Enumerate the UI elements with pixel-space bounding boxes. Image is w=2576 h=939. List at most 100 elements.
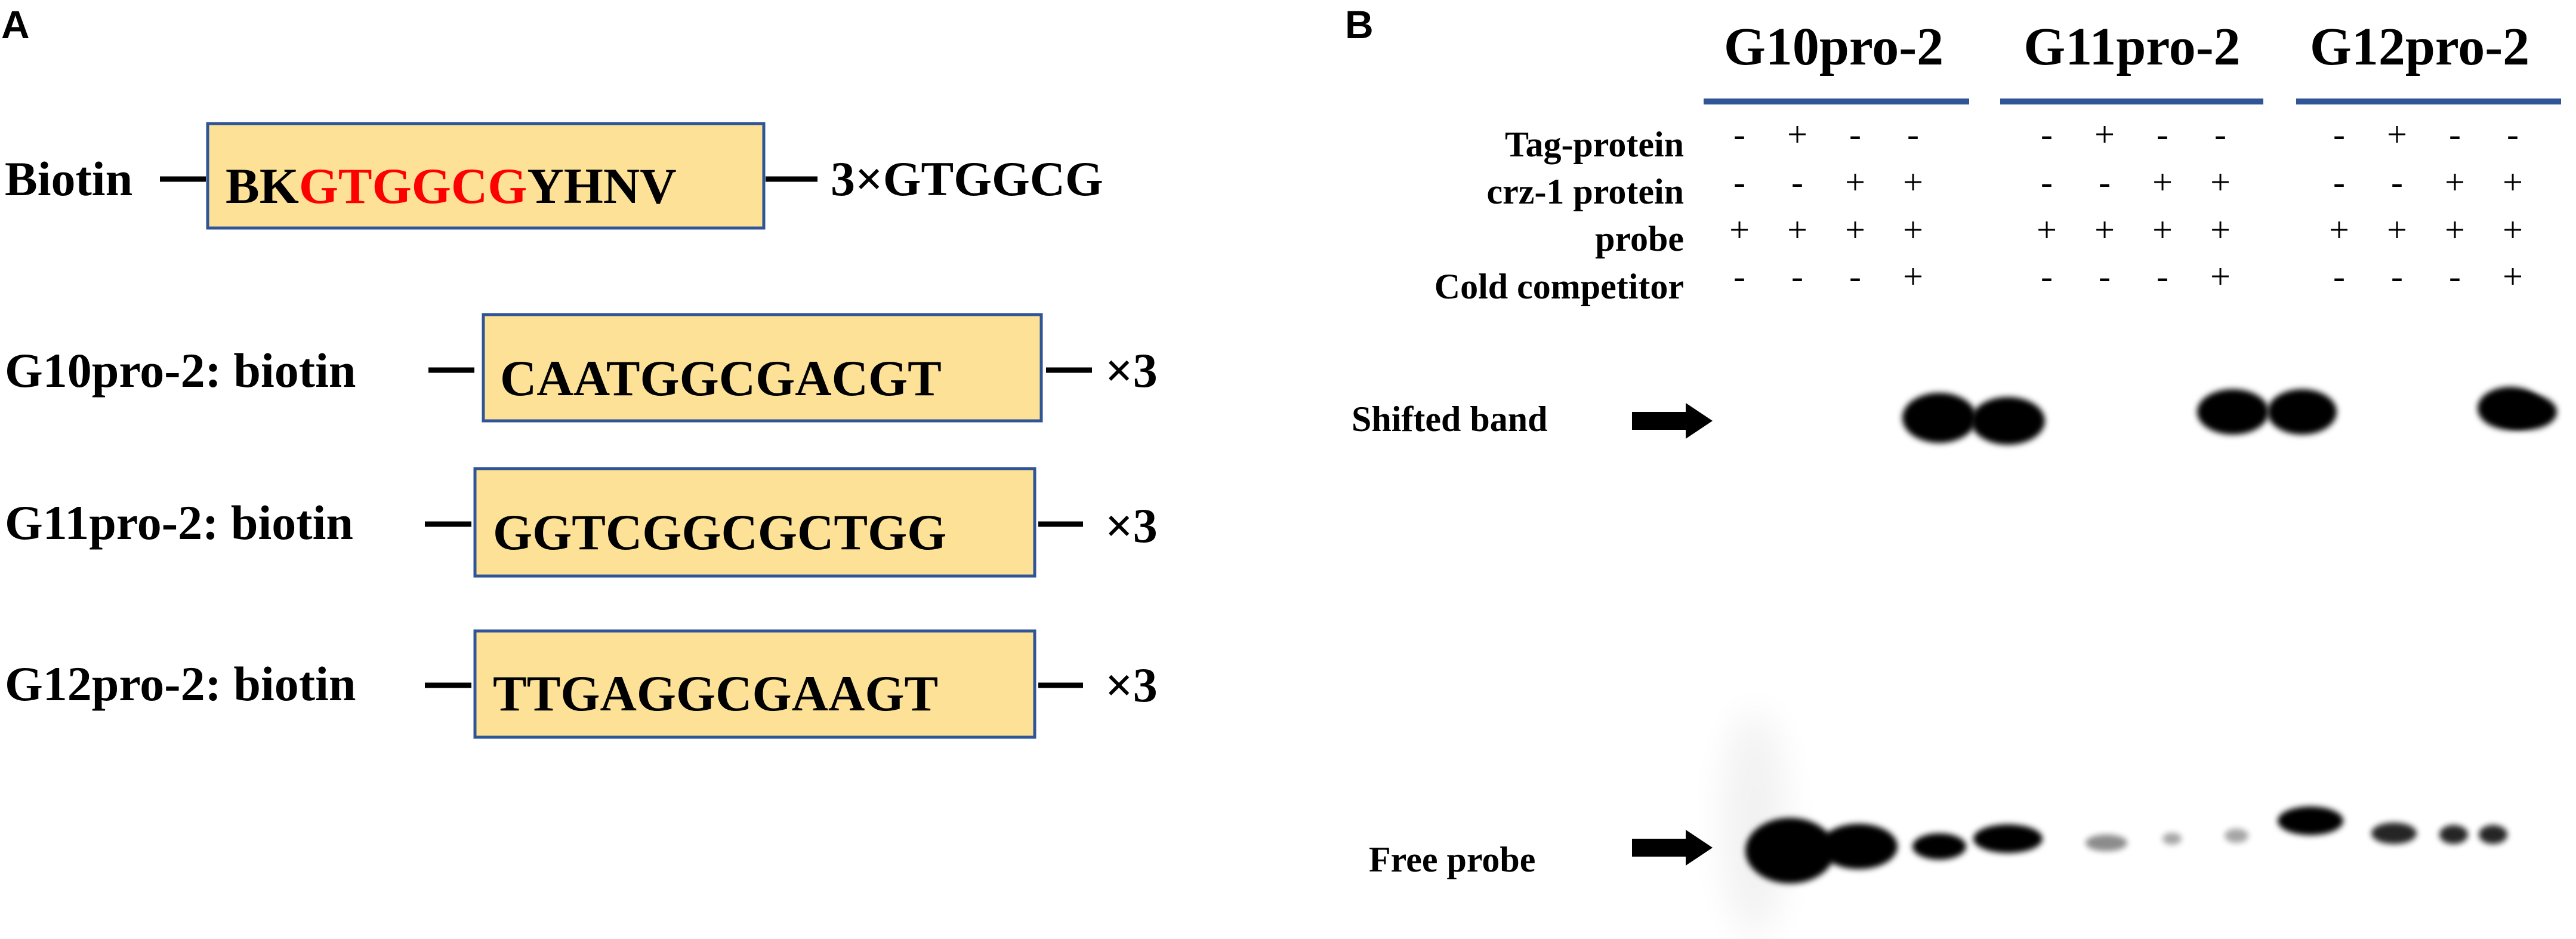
condition-sign: + xyxy=(1903,162,1923,202)
condition-sign: + xyxy=(2094,210,2115,250)
condition-sign: + xyxy=(1845,162,1865,202)
condition-sign: + xyxy=(2152,162,2173,202)
condition-sign: + xyxy=(2210,257,2231,296)
gel-smear xyxy=(1722,710,1787,937)
condition-sign: - xyxy=(1907,115,1919,154)
condition-sign: - xyxy=(2391,162,2403,202)
free-probe-band xyxy=(2371,823,2417,844)
consensus-seq-core: GTGGCG xyxy=(299,158,527,214)
row-label-crz1-protein: crz-1 protein xyxy=(1487,172,1684,211)
free-probe-band xyxy=(2278,806,2343,835)
probe-multiplier: ×3 xyxy=(1105,343,1158,398)
row-label-cold-competitor: Cold competitor xyxy=(1434,267,1684,306)
condition-sign: - xyxy=(2333,162,2345,202)
condition-sign: - xyxy=(2507,115,2519,154)
condition-sign: - xyxy=(2449,115,2461,154)
probe-multiplier: ×3 xyxy=(1105,658,1158,712)
condition-sign: - xyxy=(2333,257,2345,296)
condition-sign: - xyxy=(2041,115,2053,154)
free-probe-band xyxy=(2225,829,2248,843)
condition-sign: - xyxy=(1733,257,1745,296)
condition-sign: - xyxy=(2157,257,2168,296)
condition-sign: - xyxy=(2333,115,2345,154)
condition-sign-grid: - + - - - + - - - + - - - - + + - - + + - - + + + + + + + + + + + + + + - - - +… xyxy=(1729,115,2523,296)
consensus-suffix: 3×GTGGCG xyxy=(831,152,1103,206)
condition-sign: + xyxy=(2387,115,2407,154)
condition-sign: + xyxy=(2152,210,2173,250)
consensus-prefix: Biotin xyxy=(5,152,132,206)
condition-sign: + xyxy=(2503,257,2523,296)
free-probe-band xyxy=(2162,833,2182,845)
free-probe-band xyxy=(2439,825,2468,844)
probe-sequence-box xyxy=(482,313,1043,423)
shifted-band-label: Shifted band xyxy=(1352,399,1547,439)
probe-name: G10pro-2: biotin xyxy=(5,343,356,398)
group-header-g10: G10pro-2 xyxy=(1724,17,1943,76)
row-label-tag-protein: Tag-protein xyxy=(1505,125,1684,164)
condition-sign: - xyxy=(2099,257,2111,296)
probe-name: G12pro-2: biotin xyxy=(5,657,356,711)
probe-sequence-box xyxy=(473,629,1036,739)
consensus-seq-end: YHNV xyxy=(527,158,676,214)
condition-sign: - xyxy=(2041,162,2053,202)
probe-multiplier: ×3 xyxy=(1105,498,1158,553)
group-header-g12: G12pro-2 xyxy=(2310,17,2529,76)
condition-sign: - xyxy=(1733,162,1745,202)
row-label-probe: probe xyxy=(1595,219,1684,258)
shifted-band xyxy=(2268,389,2337,435)
condition-sign: - xyxy=(2214,115,2226,154)
condition-sign: + xyxy=(2387,210,2407,250)
probe-sequence: GGTCGGCGCTGG xyxy=(493,504,946,561)
condition-sign: - xyxy=(2449,257,2461,296)
condition-sign: + xyxy=(2503,210,2523,250)
panel-b-label: B xyxy=(1345,2,1374,47)
condition-sign: + xyxy=(1903,210,1923,250)
condition-sign: + xyxy=(1903,257,1923,296)
probe-sequence-box xyxy=(473,467,1036,578)
shifted-band xyxy=(2197,389,2269,435)
condition-sign: + xyxy=(2037,210,2057,250)
condition-sign: + xyxy=(1787,115,1807,154)
shifted-band xyxy=(1971,397,2045,445)
free-probe-band xyxy=(1973,824,2043,853)
condition-sign: + xyxy=(1845,210,1865,250)
free-probe-arrow xyxy=(1632,830,1713,866)
condition-sign: - xyxy=(1849,115,1861,154)
consensus-seq-start: BK xyxy=(226,158,299,214)
condition-sign: - xyxy=(1849,257,1861,296)
shifted-band xyxy=(1902,393,1976,443)
condition-sign: + xyxy=(2445,162,2465,202)
free-probe-band xyxy=(1745,818,1835,883)
condition-sign: + xyxy=(2329,210,2349,250)
probe-name: G11pro-2: biotin xyxy=(5,495,353,550)
free-probe-band xyxy=(2086,835,2127,851)
condition-sign: + xyxy=(2503,162,2523,202)
gel-image xyxy=(1722,387,2557,937)
consensus-sequence: BKGTGGCGYHNV xyxy=(226,158,677,214)
condition-sign: - xyxy=(2041,257,2053,296)
probe-design-diagram: Biotin BKGTGGCGYHNV 3×GTGGCG G10pro-2: b… xyxy=(5,122,1158,739)
shifted-band-arrow xyxy=(1632,403,1713,439)
condition-sign: + xyxy=(2445,210,2465,250)
probe-sequence: TTGAGGCGAAGT xyxy=(493,666,938,722)
condition-sign: - xyxy=(1791,257,1803,296)
condition-sign: + xyxy=(1787,210,1807,250)
free-probe-label: Free probe xyxy=(1369,840,1535,879)
condition-sign: + xyxy=(2210,210,2231,250)
free-probe-band xyxy=(2479,825,2507,844)
free-probe-band xyxy=(1820,824,1898,869)
condition-sign: - xyxy=(2391,257,2403,296)
condition-sign: + xyxy=(2094,115,2115,154)
condition-sign: - xyxy=(1733,115,1745,154)
condition-sign: - xyxy=(2099,162,2111,202)
condition-sign: + xyxy=(2210,162,2231,202)
shifted-band xyxy=(2478,387,2543,430)
condition-sign: + xyxy=(1729,210,1750,250)
condition-sign: - xyxy=(1791,162,1803,202)
free-probe-band xyxy=(1912,833,1966,860)
consensus-sequence-box xyxy=(206,122,766,230)
condition-sign: - xyxy=(2157,115,2168,154)
group-header-g11: G11pro-2 xyxy=(2023,17,2240,76)
probe-sequence: CAATGGCGACGT xyxy=(500,350,942,407)
